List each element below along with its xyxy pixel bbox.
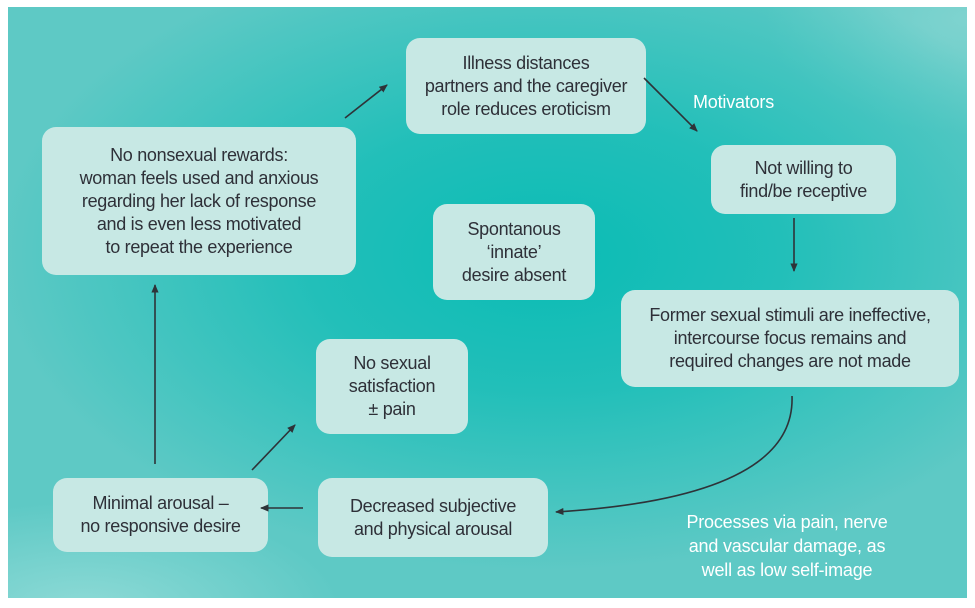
node-minimal-arousal: Minimal arousal – no responsive desire [53, 478, 268, 552]
label-motivators: Motivators [693, 92, 775, 112]
node-decreased-arousal: Decreased subjective and physical arousa… [318, 478, 548, 557]
diagram-canvas: Illness distances partners and the careg… [8, 7, 967, 598]
node-illness-distances: Illness distances partners and the careg… [406, 38, 646, 134]
node-no-nonsexual-rewards: No nonsexual rewards: woman feels used a… [42, 127, 356, 275]
node-former-stimuli-ineffective: Former sexual stimuli are ineffective, i… [621, 290, 959, 387]
label-processes-damage: Processes via pain, nerve and vascular d… [686, 512, 888, 580]
node-not-willing-receptive: Not willing to find/be receptive [711, 145, 896, 214]
node-no-sexual-satisfaction: No sexual satisfaction ± pain [316, 339, 468, 434]
node-spontaneous-desire-absent: Spontanous ‘innate’ desire absent [433, 204, 595, 300]
